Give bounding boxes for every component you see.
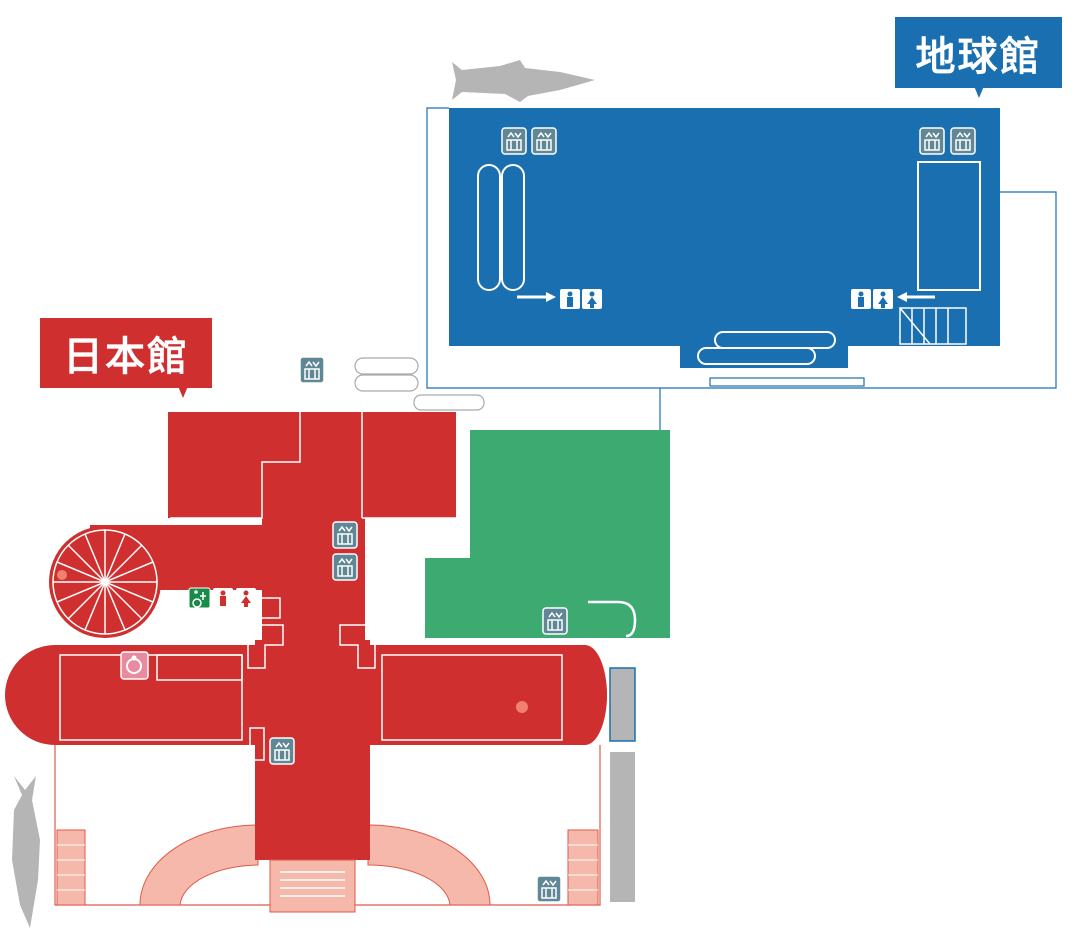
side-bar (609, 667, 636, 742)
japan-hall (5, 412, 607, 913)
elevator-icon (919, 127, 945, 155)
accessible-restroom-icon (188, 587, 211, 609)
elevator-icon (332, 521, 358, 549)
restroom-women-icon (873, 289, 893, 309)
shark-silhouette (452, 60, 595, 102)
restroom-men-icon (560, 289, 580, 309)
walkways (354, 357, 485, 411)
elevator-icon (542, 607, 568, 635)
restroom-men-icon (851, 289, 871, 309)
elevator-icon (536, 875, 562, 903)
arrow-left-icon (897, 292, 935, 302)
japan-hall-label: 日本館 (40, 318, 212, 398)
elevator-icon (531, 127, 557, 155)
elevator-icon (501, 127, 527, 155)
earth-hall (426, 107, 1057, 430)
stairs (899, 307, 967, 345)
side-bar (610, 752, 635, 902)
elevator-icon (269, 737, 295, 765)
arrow-right-icon (517, 292, 556, 302)
elevator-icon (299, 356, 325, 384)
restroom-women-icon (582, 289, 602, 309)
restroom-men-icon (213, 588, 233, 608)
elevator-icon (950, 127, 976, 155)
restroom-women-icon (236, 588, 256, 608)
elevator-icon (332, 553, 358, 581)
annex-building (425, 430, 670, 638)
fish-silhouette (12, 776, 40, 928)
nursing-room-icon (120, 651, 149, 680)
earth-hall-label: 地球館 (895, 17, 1062, 98)
